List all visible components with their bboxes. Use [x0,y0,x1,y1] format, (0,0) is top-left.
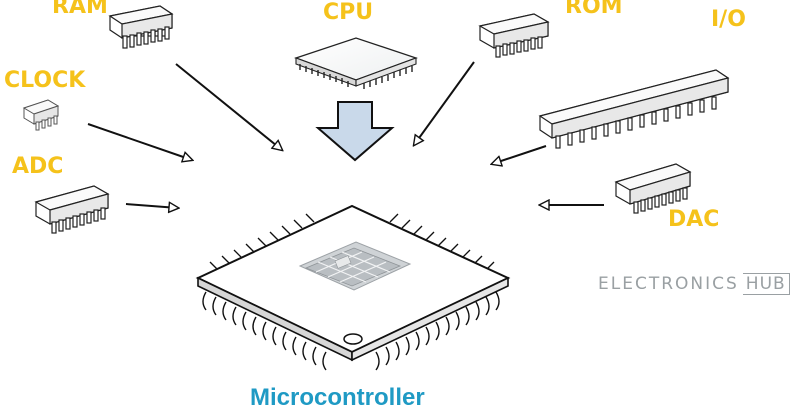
dac-chip-icon [614,163,692,214]
microcontroller-chip-icon [195,204,511,371]
adc-chip-icon [34,185,110,234]
arrow-adc [125,204,178,208]
label-adc: ADC [12,154,64,179]
watermark-badge: HUB [742,273,790,295]
ram-chip-icon [108,5,174,49]
microcontroller-title: Microcontroller [250,384,425,411]
watermark-text: ELECTRONICS [598,274,739,294]
electronicshub-watermark: ELECTRONICS HUB [598,272,790,296]
io-chip-icon [538,69,730,149]
label-rom: ROM [565,0,623,19]
cpu-down-arrow [315,101,395,162]
arrow-rom [414,61,475,145]
label-clock: CLOCK [4,68,86,93]
label-cpu: CPU [323,0,374,25]
cpu-chip-icon [294,37,418,89]
arrow-ram [175,63,282,150]
label-ram: RAM [52,0,108,19]
arrow-io [492,145,547,164]
clock-crystal-icon [22,99,60,131]
arrow-clock [87,123,192,160]
rom-chip-icon [478,13,550,58]
label-dac: DAC [668,207,720,232]
label-io: I/O [711,7,746,32]
microcontroller-die-icon [298,241,412,291]
